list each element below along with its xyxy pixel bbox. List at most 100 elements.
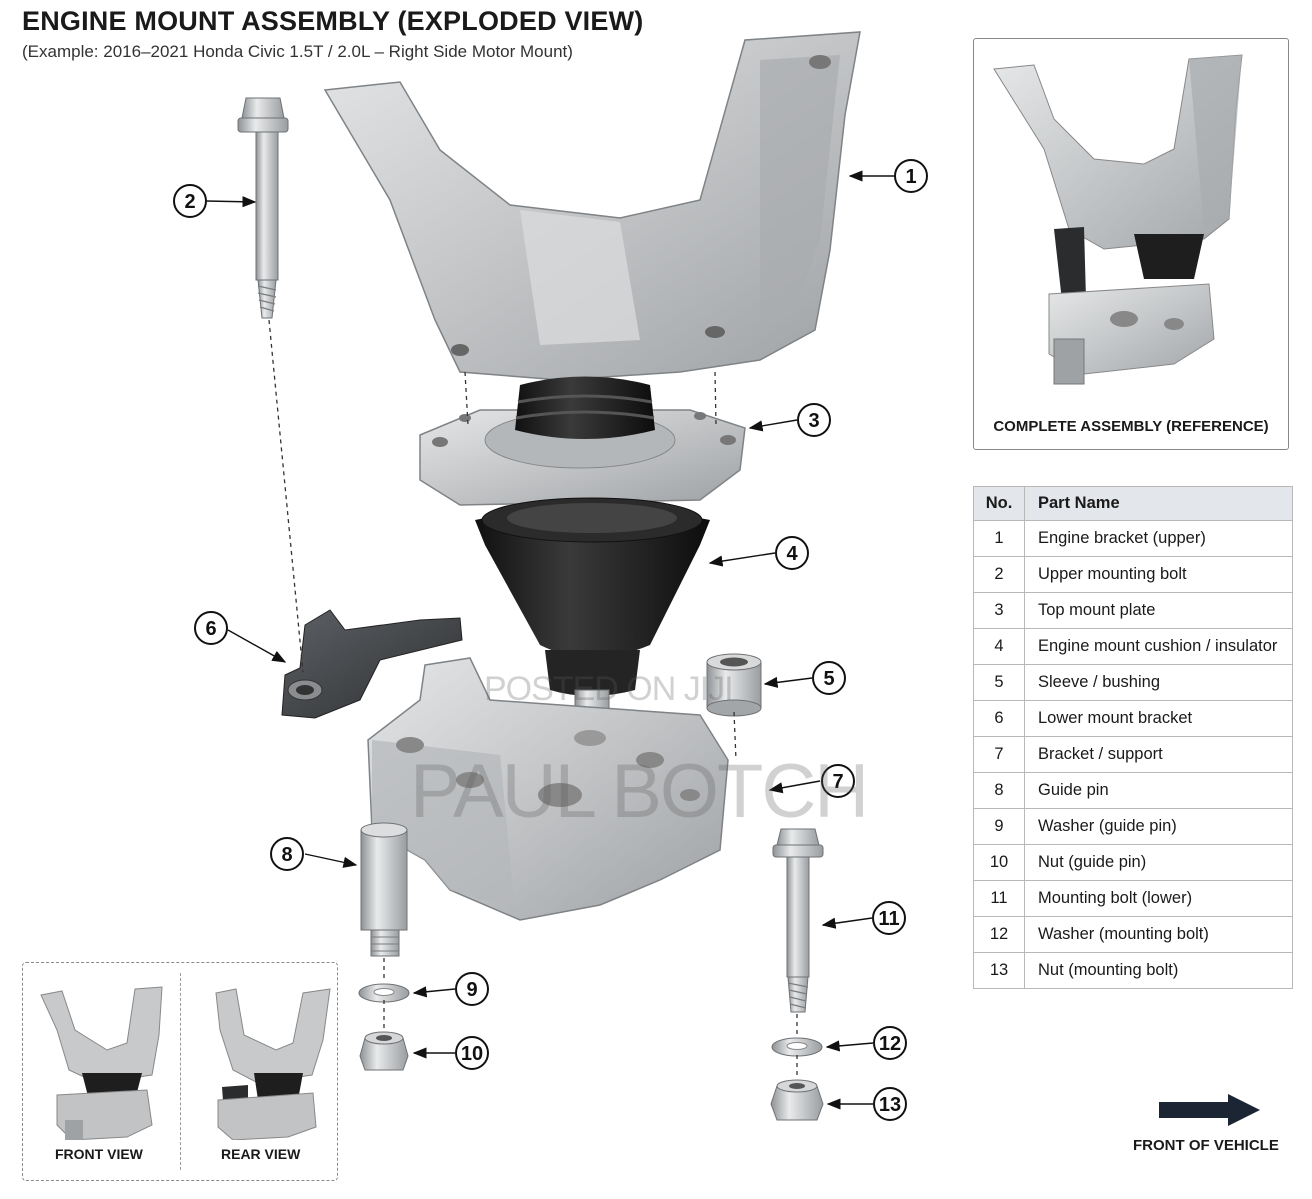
callout-6: 6 — [194, 611, 228, 645]
callout-circle — [455, 972, 489, 1006]
part-name: Mounting bolt (lower) — [1024, 880, 1293, 917]
bracket-support — [281, 609, 463, 719]
parts-table-header-row: No. Part Name — [973, 486, 1293, 521]
callout-13: 13 — [873, 1087, 907, 1121]
mounting-bolt-lower — [772, 828, 824, 1013]
part-name: Washer (guide pin) — [1024, 808, 1293, 845]
rear-view-image — [215, 988, 331, 1140]
callout-number: 4 — [786, 543, 798, 565]
sleeve-bushing — [706, 653, 762, 717]
callout-number: 8 — [281, 844, 292, 866]
callout-circle — [821, 764, 855, 798]
callout-number: 3 — [808, 410, 819, 432]
part-number: 2 — [973, 556, 1025, 593]
callout-1: 1 — [894, 159, 928, 193]
page-title: ENGINE MOUNT ASSEMBLY (EXPLODED VIEW) — [22, 6, 644, 36]
part-number: 4 — [973, 628, 1025, 665]
callout-7: 7 — [821, 764, 855, 798]
part-name: Nut (mounting bolt) — [1024, 952, 1293, 989]
callout-circle — [455, 1036, 489, 1070]
callout-circle — [797, 403, 831, 437]
part-number: 9 — [973, 808, 1025, 845]
callout-number: 10 — [461, 1043, 483, 1065]
part-name: Nut (guide pin) — [1024, 844, 1293, 881]
callout-8: 8 — [270, 837, 304, 871]
part-name: Sleeve / bushing — [1024, 664, 1293, 701]
part-number: 13 — [973, 952, 1025, 989]
part-number: 11 — [973, 880, 1025, 917]
top-mount-plate — [419, 376, 746, 506]
callout-11: 11 — [872, 901, 906, 935]
part-number: 3 — [973, 592, 1025, 629]
engine-mount-cushion — [475, 497, 710, 739]
part-name: Engine bracket (upper) — [1024, 520, 1293, 557]
page-subtitle: (Example: 2016–2021 Honda Civic 1.5T / 2… — [22, 42, 573, 61]
part-number: 8 — [973, 772, 1025, 809]
callout-circle — [872, 901, 906, 935]
part-number: 6 — [973, 700, 1025, 737]
callout-3: 3 — [797, 403, 831, 437]
part-name: Upper mounting bolt — [1024, 556, 1293, 593]
callout-number: 9 — [466, 979, 477, 1001]
callout-10: 10 — [455, 1036, 489, 1070]
callout-number: 1 — [905, 166, 916, 188]
front-view-label: FRONT VIEW — [55, 1146, 143, 1162]
reference-caption: COMPLETE ASSEMBLY (REFERENCE) — [993, 418, 1269, 435]
callout-circle — [270, 837, 304, 871]
part-name: Top mount plate — [1024, 592, 1293, 629]
callout-number: 11 — [878, 908, 899, 930]
nut-mounting-bolt — [770, 1079, 824, 1121]
callout-circle — [812, 661, 846, 695]
part-name: Engine mount cushion / insulator — [1024, 628, 1293, 665]
part-number: 1 — [973, 520, 1025, 557]
callout-9: 9 — [455, 972, 489, 1006]
header-part-name: Part Name — [1024, 486, 1293, 521]
part-name: Guide pin — [1024, 772, 1293, 809]
lower-mount-bracket — [367, 657, 729, 921]
callout-circle — [873, 1087, 907, 1121]
front-view-image — [40, 986, 163, 1140]
callout-circle — [873, 1026, 907, 1060]
washer-mounting-bolt — [771, 1037, 823, 1057]
part-number: 5 — [973, 664, 1025, 701]
front-rear-views-box: FRONT VIEW REAR VIEW — [22, 962, 338, 1181]
part-number: 12 — [973, 916, 1025, 953]
part-number: 7 — [973, 736, 1025, 773]
callout-number: 2 — [184, 191, 195, 213]
callout-circle — [894, 159, 928, 193]
part-name: Lower mount bracket — [1024, 700, 1293, 737]
leader-lines — [205, 170, 895, 1110]
front-of-vehicle-label: FRONT OF VEHICLE — [1133, 1137, 1279, 1154]
upper-mounting-bolt — [237, 97, 289, 319]
callout-circle — [173, 184, 207, 218]
guide-pin — [360, 822, 408, 957]
callout-12: 12 — [873, 1026, 907, 1060]
reference-assembly-image — [993, 54, 1243, 385]
part-name: Washer (mounting bolt) — [1024, 916, 1293, 953]
engine-bracket-upper — [323, 31, 861, 381]
part-number: 10 — [973, 844, 1025, 881]
views-divider — [180, 973, 181, 1170]
rear-view-label: REAR VIEW — [221, 1146, 301, 1162]
callout-5: 5 — [812, 661, 846, 695]
callout-number: 7 — [832, 771, 843, 793]
callout-circle — [775, 536, 809, 570]
callout-circle — [194, 611, 228, 645]
washer-guide-pin — [358, 983, 410, 1003]
